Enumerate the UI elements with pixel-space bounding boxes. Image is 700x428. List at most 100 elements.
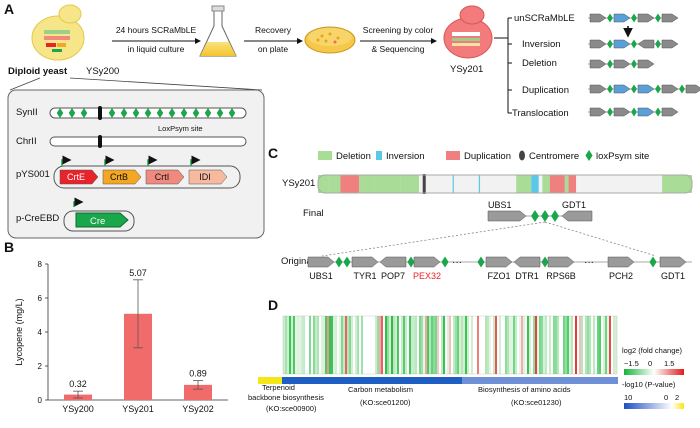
genome-detail-box [7,89,265,239]
heatmap-cell [499,316,501,374]
heatmap-cell [285,316,287,374]
heatmap-cell [299,316,301,374]
loxpsym-site-icon [68,108,76,118]
category-amino-acid-biosynthesis [462,377,618,384]
gene-dtr1 [513,256,541,268]
final-gene-label: GDT1 [562,200,586,210]
heatmap-cell [615,316,617,374]
panel-b-label: B [4,239,14,255]
heatmap-cell [541,316,543,374]
heatmap-cell [519,316,521,374]
heatmap-cell [563,316,565,374]
ysy201-label: YSy201 [450,64,483,75]
heatmap-cell [409,316,411,374]
loxpsym-site-icon [551,210,559,222]
p-legend-zero: 0 [664,393,668,402]
heatmap-cell [441,316,443,374]
legend-swatch [446,151,460,160]
variant-gene-arrow [661,107,679,117]
chrii-label: ChrII [16,136,37,147]
heatmap-cell [401,316,403,374]
cat3-line2: (KO:sce01230) [511,398,562,407]
heatmap-cell [381,316,383,374]
promoter-arrow-icon [104,155,115,166]
legend-label: Centromere [529,151,579,162]
genome-segment [542,175,550,193]
ellipsis-icon: ··· [584,257,594,268]
heatmap-cell [379,316,381,374]
heatmap-cell [555,316,557,374]
loxpsym-site-icon [228,108,236,118]
heatmap-cell [567,316,569,374]
cat1-line3: (KO:sce00900) [266,404,317,413]
loxpsym-site-icon [441,256,449,268]
heatmap-cell [505,316,507,374]
heatmap-cell [421,316,423,374]
original-gene-label: DTR1 [515,271,539,281]
heatmap-cell [291,316,293,374]
step3-line1: Screening by color [363,25,434,35]
variant-label-translocation: Translocation [512,108,569,119]
loxpsym-site-icon [631,39,637,49]
heatmap-cell [575,316,577,374]
loxpsym-site-icon [655,39,661,49]
heatmap-cell [375,316,377,374]
loxpsym-site-icon [541,256,549,268]
original-gene-label: FZO1 [487,271,510,281]
heatmap-cell [487,316,489,374]
original-gene-label: TYR1 [353,271,376,281]
heatmap-cell [527,316,529,374]
y-axis-label: Lycopene (mg/L) [14,298,24,365]
heatmap-cell [303,316,305,374]
heatmap-cell [489,316,491,374]
gene-ubs1 [307,256,335,268]
heatmap-cell [581,316,583,374]
heatmap-cell [397,316,399,374]
heatmap-cell [347,316,349,374]
loxpsym-site-icon [108,108,116,118]
heatmap-cell [533,316,535,374]
original-gene-label: PCH2 [609,271,633,281]
loxpsym-site-label: LoxPsym site [158,124,203,133]
heatmap-cell [515,316,517,374]
loxpsym-site-icon [655,107,661,117]
heatmap-cell [331,316,333,374]
variant-gene-arrow [637,13,655,23]
loxpsym-site-icon [216,108,224,118]
heatmap-cell [389,316,391,374]
heatmap-cell [391,316,393,374]
ysy201-genome-label: YSy201 [282,178,315,189]
variant-label-unscramble: unSCRaMbLE [514,13,575,24]
variant-gene-arrow [613,39,631,49]
heatmap-cell [289,316,291,374]
heatmap-cell [357,316,359,374]
legend-swatch [376,151,382,160]
loxpsym-site-icon [631,84,637,94]
variant-gene-arrow [637,84,655,94]
gene-rps6b [547,256,575,268]
ysy201-genome-bar [317,174,693,194]
category-terpenoid [258,377,282,384]
heatmap-cell [465,316,467,374]
gene-pop7 [379,256,407,268]
diploid-yeast-icon [31,4,85,61]
loxpsym-site-icon [335,256,343,268]
loxpsym-site-icon [343,256,351,268]
loxpsym-site-icon [80,108,88,118]
x-tick-label: YSy200 [62,404,94,414]
original-gene-label: UBS1 [309,271,333,281]
heatmap-cell [329,316,331,374]
loxpsym-site-icon [56,108,64,118]
cat2-line1: Carbon metabolism [348,385,413,394]
heatmap-cell [339,316,341,374]
step1-line2: in liquid culture [128,44,185,54]
heatmap-cell [535,316,537,374]
loxpsym-site-icon [631,107,637,117]
heatmap-cell [341,316,343,374]
variant-gene-arrow [589,39,607,49]
gene-label-crti: CrtI [155,172,170,182]
fc-legend-max: 1.5 [664,359,674,368]
heatmap-cell [507,316,509,374]
heatmap-cell [603,316,605,374]
